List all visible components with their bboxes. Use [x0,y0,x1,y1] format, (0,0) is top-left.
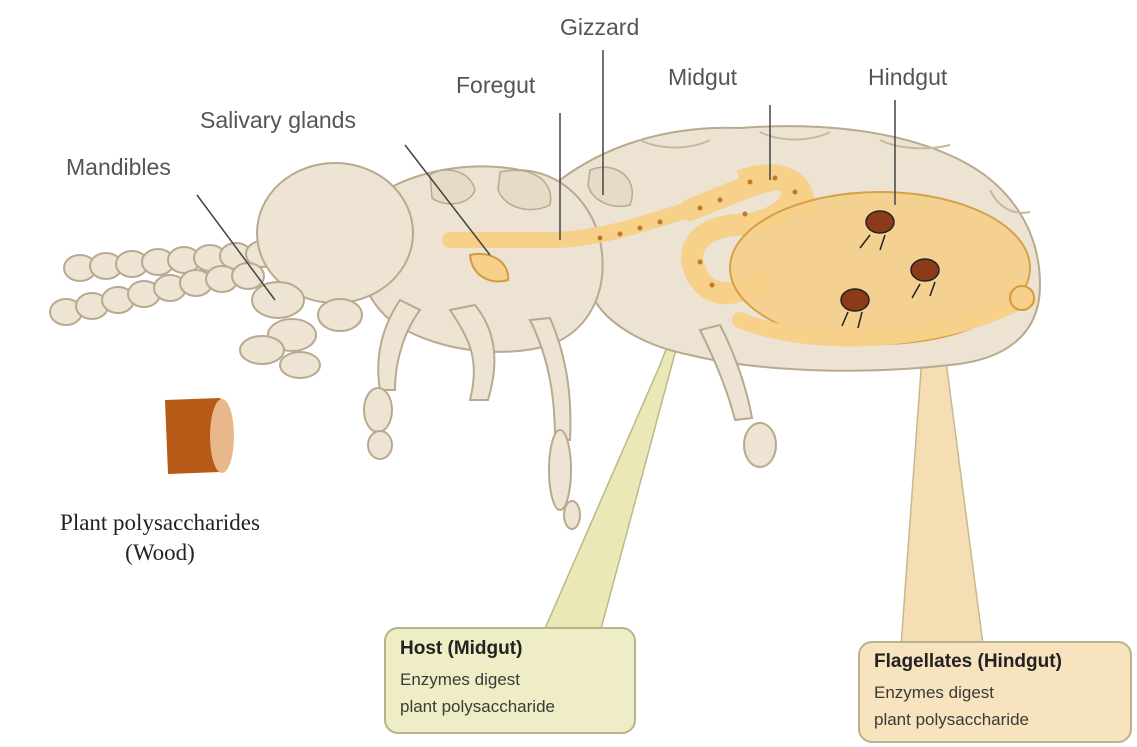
host-callout-title: Host (Midgut) [400,638,620,660]
host-callout-line2: plant polysaccharide [400,693,620,720]
wood-caption-line1: Plant polysaccharides [10,508,310,538]
flagellates-callout-line1: Enzymes digest [874,679,1116,706]
flagellates-callout-line2: plant polysaccharide [874,706,1116,733]
flagellates-callout-title: Flagellates (Hindgut) [874,651,1116,673]
host-midgut-callout: Host (Midgut) Enzymes digest plant polys… [384,627,636,734]
gizzard-label: Gizzard [560,14,639,41]
hindgut-label: Hindgut [868,64,947,91]
salivary-glands-label: Salivary glands [200,107,356,134]
midgut-label: Midgut [668,64,737,91]
foregut-label: Foregut [456,72,535,99]
host-callout-line1: Enzymes digest [400,666,620,693]
mandibles-label: Mandibles [66,154,171,181]
wood-caption: Plant polysaccharides (Wood) [10,508,310,568]
flagellates-hindgut-callout: Flagellates (Hindgut) Enzymes digest pla… [858,641,1132,743]
wood-block [165,398,234,474]
wood-caption-line2: (Wood) [10,538,310,568]
